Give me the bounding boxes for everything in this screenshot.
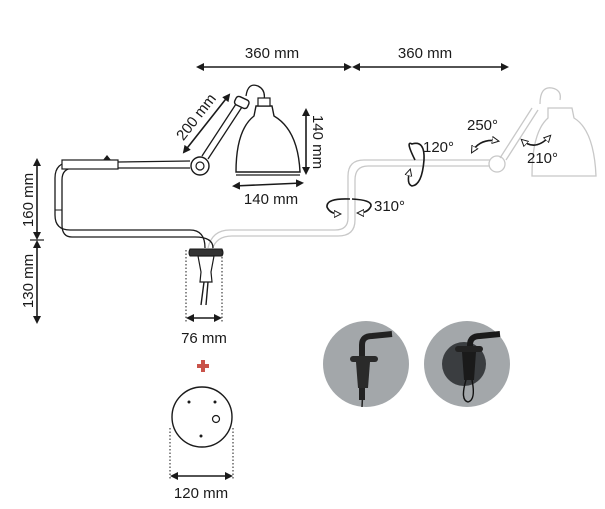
dim-label-130: 130 mm: [20, 254, 37, 308]
wall-plate: 120 mm: [169, 386, 234, 502]
top-dimension-2: 360 mm: [352, 45, 509, 71]
photo-bracket-mount: [323, 321, 409, 408]
dim-label-shade-width: 140 mm: [244, 191, 298, 208]
dim-label-arm-1: 360 mm: [245, 45, 299, 62]
dim-label-shade-height: 140 mm: [309, 115, 326, 169]
photo-wall-plate-mount: [424, 321, 510, 407]
dim-label-160: 160 mm: [20, 173, 37, 227]
rotation-250: 250°: [467, 117, 498, 152]
upper-arm-dimension: 200 mm: [173, 91, 231, 154]
shade-height-dimension: 140 mm: [302, 108, 326, 175]
top-dimension-1: 360 mm: [196, 45, 352, 71]
height-dimension: 160 mm 130 mm: [20, 158, 44, 324]
rotation-310: 310°: [326, 198, 405, 215]
rotation-label-250: 250°: [467, 117, 498, 134]
rotation-label-210: 210°: [527, 150, 558, 167]
rotation-120: 120°: [408, 139, 454, 187]
rotation-210: 210°: [522, 136, 558, 167]
shade-width-dimension: 140 mm: [232, 179, 304, 208]
dim-label-76: 76 mm: [181, 330, 227, 347]
rotation-label-310: 310°: [374, 198, 405, 215]
bracket-width-dimension: 76 mm: [181, 250, 227, 347]
dim-label-120: 120 mm: [174, 485, 228, 502]
dim-label-arm-2: 360 mm: [398, 45, 452, 62]
plus-icon: [197, 360, 209, 372]
rotation-label-120: 120°: [423, 139, 454, 156]
